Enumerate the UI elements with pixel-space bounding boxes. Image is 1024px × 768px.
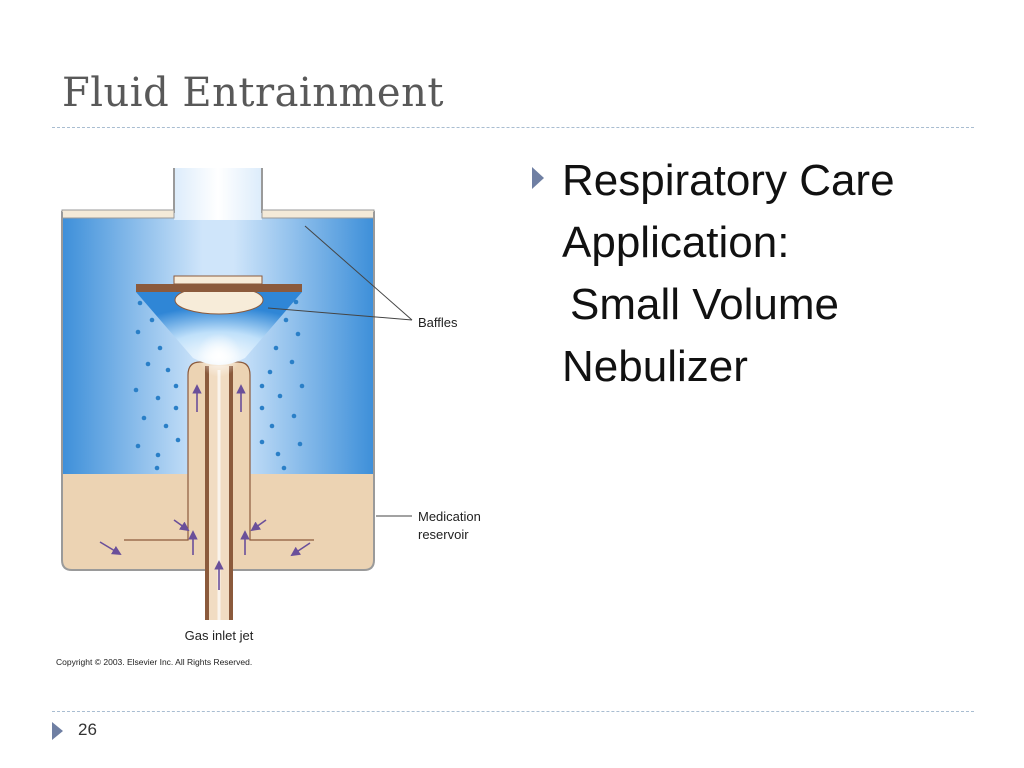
slide-title: Fluid Entrainment	[62, 70, 444, 116]
page-number: 26	[78, 720, 97, 739]
medication-label-line1: Medication	[418, 509, 481, 524]
medication-label-line2: reservoir	[418, 527, 469, 542]
gas-inlet-label: Gas inlet jet	[185, 628, 254, 643]
bullet-line: Respiratory Care	[562, 156, 895, 205]
outlet-tube	[174, 168, 262, 218]
flow-arrows	[99, 384, 311, 590]
nebulizer-diagram: Baffles Medication reservoir Gas inlet j…	[40, 150, 510, 680]
baffle-assembly	[136, 275, 302, 377]
aerosol-droplets	[133, 299, 305, 471]
bullet-subline: Small Volume	[570, 280, 840, 329]
bullet-list: Respiratory Care Application: Small Volu…	[530, 150, 970, 398]
callout-lines	[267, 225, 413, 517]
baffles-label: Baffles	[418, 315, 458, 330]
bullet-item: Respiratory Care Application: Small Volu…	[530, 150, 970, 398]
footer-arrow-icon	[52, 722, 63, 740]
footer-divider	[52, 711, 974, 712]
bullet-line: Application:	[562, 218, 790, 267]
bullet-text: Respiratory Care Application: Small Volu…	[562, 150, 970, 398]
bullet-arrow-icon	[532, 167, 544, 189]
bullet-subline: Nebulizer	[562, 342, 748, 391]
copyright-text: Copyright © 2003. Elsevier Inc. All Righ…	[56, 657, 252, 667]
title-divider	[52, 127, 974, 128]
